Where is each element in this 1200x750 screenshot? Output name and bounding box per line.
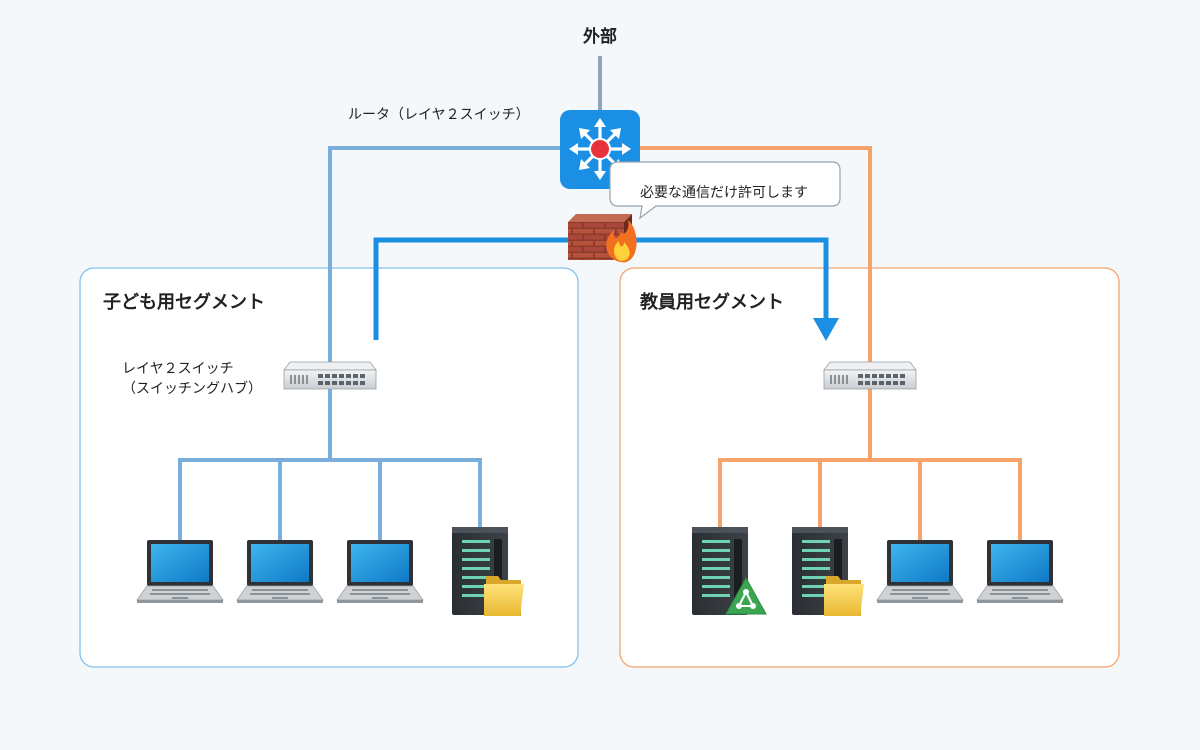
teachers-links [638,146,1022,544]
callout-bubble [609,161,841,220]
laptop-icon [236,540,324,603]
laptop-icon [876,540,964,603]
laptop-icon [336,540,424,603]
laptop-icon [136,540,224,603]
switch-icon-children [283,361,377,390]
router-label: ルータ（レイヤ２スイッチ） [348,107,530,123]
children-links [178,146,562,544]
allowed-traffic-arrowhead [813,318,839,341]
firewall-icon [568,214,637,263]
segment-teachers-title: 教員用セグメント [640,292,784,313]
laptop-icon [976,540,1064,603]
switch-icon-teachers [823,361,917,390]
switch-label-line1: レイヤ２スイッチ [122,361,234,377]
switch-label-line2: （スイッチングハブ） [122,381,262,397]
external-label: 外部 [583,27,617,47]
callout-text: 必要な通信だけ許可します [640,185,808,201]
file-server-icon [792,527,864,616]
segment-children-title: 子ども用セグメント [103,292,265,313]
file-server-icon [452,527,524,616]
app-server-icon [692,527,767,615]
